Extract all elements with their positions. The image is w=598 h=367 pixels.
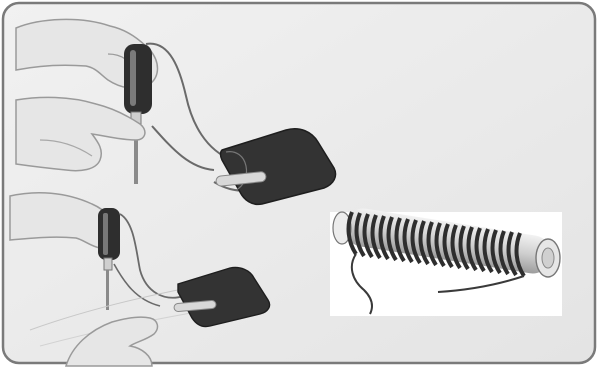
coil-inset-panel [330,206,562,316]
